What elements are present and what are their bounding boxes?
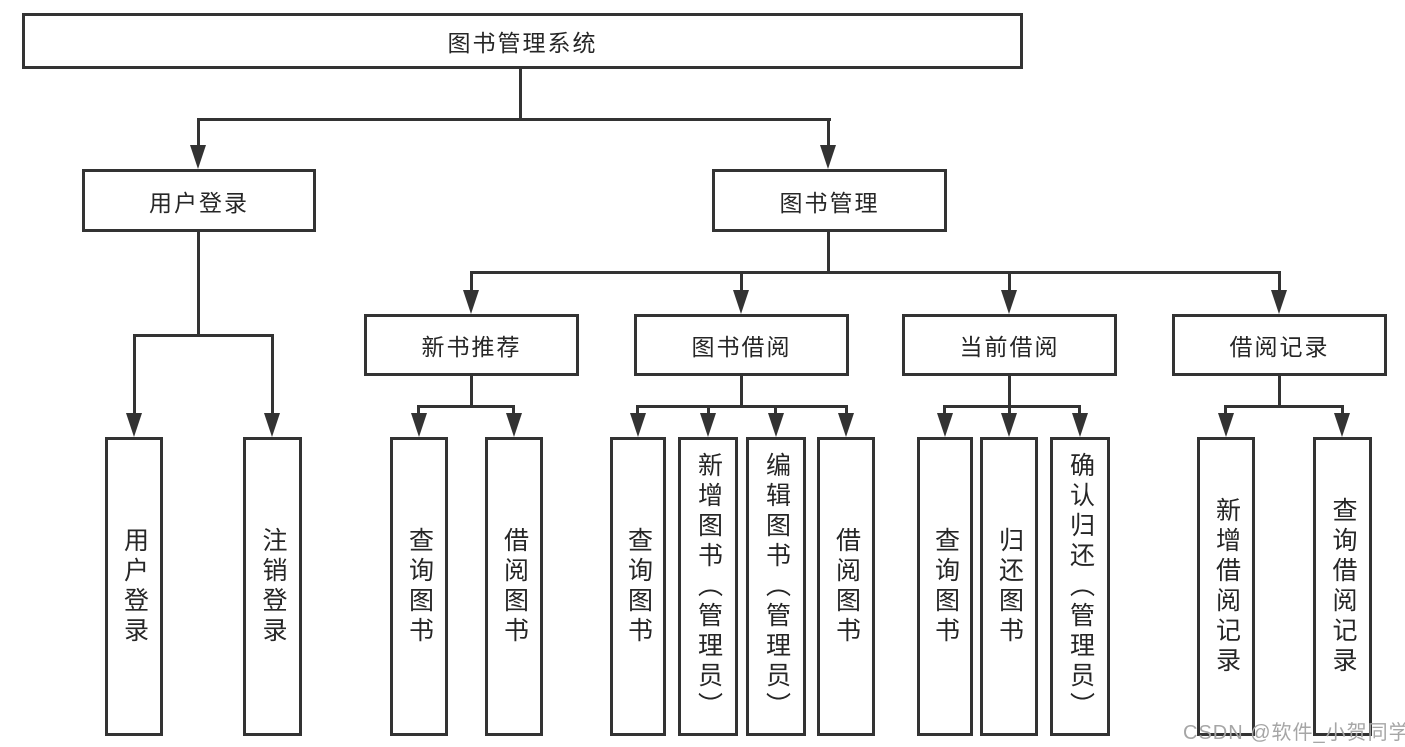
leaf-confirm-return-admin: 确认归还（管理员） xyxy=(1050,437,1110,736)
watermark: CSDN @软件_小贺同学 xyxy=(1183,722,1405,744)
arrowhead-down-icon xyxy=(838,413,854,437)
connector-line xyxy=(1008,375,1011,408)
arrowhead-down-icon xyxy=(630,413,646,437)
connector-line xyxy=(827,118,830,150)
arrowhead-down-icon xyxy=(463,290,479,314)
leaf-borrow-books-recommend: 借阅图书 xyxy=(485,437,543,736)
leaf-add-borrow-record: 新增借阅记录 xyxy=(1197,437,1255,736)
connector-line xyxy=(636,405,639,416)
node-borrowing-records: 借阅记录 xyxy=(1172,314,1387,376)
connector-line xyxy=(470,271,1281,274)
connector-line xyxy=(197,118,200,150)
node-book-management: 图书管理 xyxy=(712,169,947,232)
connector-line xyxy=(417,405,420,416)
leaf-return-books: 归还图书 xyxy=(980,437,1038,736)
arrowhead-down-icon xyxy=(1072,413,1088,437)
arrowhead-down-icon xyxy=(1218,413,1234,437)
arrowhead-down-icon xyxy=(820,145,836,169)
connector-line xyxy=(1224,405,1344,408)
connector-line xyxy=(133,334,136,416)
connector-line xyxy=(1278,375,1281,408)
connector-line xyxy=(470,271,473,293)
node-user-login: 用户登录 xyxy=(82,169,316,232)
arrowhead-down-icon xyxy=(126,413,142,437)
leaf-edit-book-admin: 编辑图书（管理员） xyxy=(746,437,806,736)
leaf-borrow-books-borrowing: 借阅图书 xyxy=(817,437,875,736)
arrowhead-down-icon xyxy=(1001,413,1017,437)
arrowhead-down-icon xyxy=(768,413,784,437)
connector-line xyxy=(740,375,743,408)
connector-line xyxy=(1008,405,1011,416)
leaf-query-books-recommend: 查询图书 xyxy=(390,437,448,736)
leaf-query-borrow-record: 查询借阅记录 xyxy=(1313,437,1372,736)
arrowhead-down-icon xyxy=(733,290,749,314)
node-book-borrowing: 图书借阅 xyxy=(634,314,849,376)
node-current-borrowing: 当前借阅 xyxy=(902,314,1117,376)
connector-line xyxy=(943,405,1081,408)
arrowhead-down-icon xyxy=(264,413,280,437)
arrowhead-down-icon xyxy=(1334,413,1350,437)
node-library-management-system: 图书管理系统 xyxy=(22,13,1023,69)
connector-line xyxy=(636,405,848,408)
arrowhead-down-icon xyxy=(190,145,206,169)
connector-line xyxy=(707,405,710,416)
arrowhead-down-icon xyxy=(411,413,427,437)
connector-line xyxy=(943,405,946,416)
leaf-query-books-current: 查询图书 xyxy=(917,437,973,736)
arrowhead-down-icon xyxy=(1001,290,1017,314)
connector-line xyxy=(271,334,274,416)
connector-line xyxy=(1224,405,1227,416)
arrowhead-down-icon xyxy=(937,413,953,437)
node-new-book-recommendation: 新书推荐 xyxy=(364,314,579,376)
arrowhead-down-icon xyxy=(700,413,716,437)
arrowhead-down-icon xyxy=(1271,290,1287,314)
leaf-logout: 注销登录 xyxy=(243,437,302,736)
leaf-add-book-admin: 新增图书（管理员） xyxy=(678,437,738,736)
connector-line xyxy=(1278,271,1281,293)
arrowhead-down-icon xyxy=(506,413,522,437)
connector-line xyxy=(512,405,515,416)
connector-line xyxy=(1078,405,1081,416)
connector-line xyxy=(845,405,848,416)
connector-line xyxy=(1341,405,1344,416)
leaf-user-login: 用户登录 xyxy=(105,437,163,736)
connector-line xyxy=(827,232,830,274)
connector-line xyxy=(470,375,473,408)
leaf-query-books-borrowing: 查询图书 xyxy=(610,437,666,736)
connector-line xyxy=(133,334,274,337)
connector-line xyxy=(197,232,200,337)
connector-line xyxy=(774,405,777,416)
connector-line xyxy=(740,271,743,293)
connector-line xyxy=(519,69,522,121)
connector-line xyxy=(1008,271,1011,293)
connector-line xyxy=(417,405,515,408)
connector-line xyxy=(197,118,831,121)
